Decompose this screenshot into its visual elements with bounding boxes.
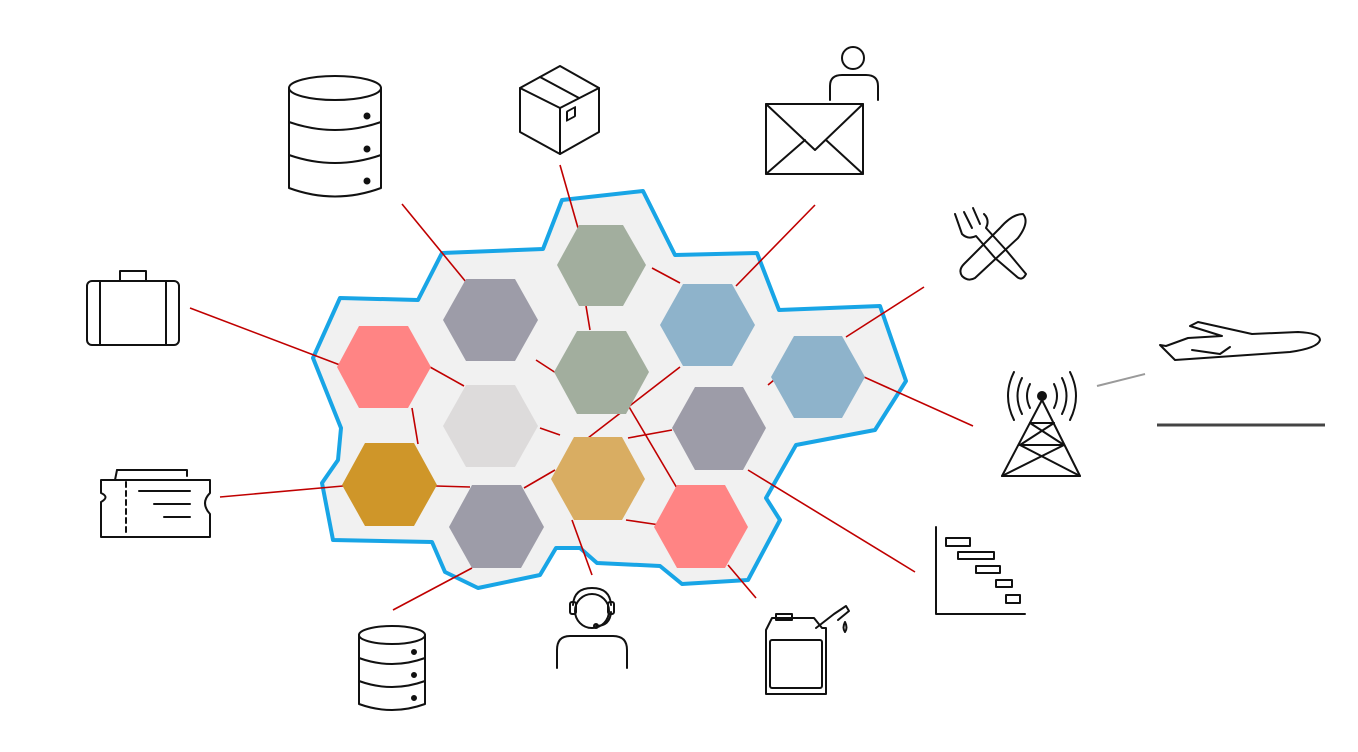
hexagon-group: [337, 225, 865, 568]
hex-light-gray: [443, 385, 538, 467]
hex-center-sage: [554, 331, 649, 414]
link-goldlight-slate3: [523, 469, 556, 489]
connector-cutlery: [845, 286, 925, 338]
link-slate-sage: [535, 359, 557, 374]
small-database-icon: [358, 625, 426, 711]
hex-gold-light: [551, 437, 645, 520]
ticket-icon: [100, 469, 211, 538]
connector-fuel: [727, 564, 757, 599]
fuel-can-icon: [765, 605, 850, 695]
link-gold-slate2: [627, 429, 673, 439]
link-centersage-salmon2: [624, 399, 685, 501]
hex-gold-dark: [342, 443, 437, 526]
hex-slate-2: [672, 387, 766, 470]
suitcase-icon: [86, 270, 180, 346]
connector-small-db: [392, 567, 473, 611]
connector-tower: [863, 376, 974, 427]
radio-tower-icon: [1001, 371, 1081, 477]
link-sage-gold: [587, 366, 681, 439]
tower-plane-link: [1096, 373, 1146, 387]
hex-slate-3: [449, 485, 544, 568]
fork-knife-icon: [954, 207, 1027, 281]
link-slate2-blue2: [767, 379, 775, 386]
airplane-icon: [1159, 321, 1321, 361]
link-sage-blue: [651, 267, 681, 284]
connector-suitcase: [189, 307, 341, 366]
connector-database: [401, 203, 467, 283]
hex-steel-blue-2: [771, 336, 865, 418]
connector-agent: [571, 519, 593, 576]
link-golddark-slate3: [435, 485, 471, 488]
support-agent-icon: [556, 587, 628, 669]
connector-lines: [189, 164, 974, 611]
mail-person-icon: [765, 46, 879, 175]
hex-top-sage: [557, 225, 646, 306]
link-goldlight-salmon: [625, 519, 661, 526]
connector-box: [559, 164, 579, 229]
link-gray-gold: [539, 427, 561, 436]
hex-salmon-1: [337, 326, 431, 408]
hex-steel-blue-1: [660, 284, 755, 366]
gantt-chart-icon: [935, 526, 1026, 615]
link-topsage-centersage: [585, 305, 591, 331]
link-salmon-gray: [429, 366, 465, 387]
database-icon: [288, 75, 382, 198]
hex-slate-1: [443, 279, 538, 361]
hex-salmon-2: [654, 485, 748, 568]
connector-mail: [735, 204, 816, 287]
connector-gantt: [747, 469, 916, 573]
link-salmon-gold: [411, 407, 419, 445]
package-box-icon: [519, 65, 600, 155]
connector-ticket: [219, 485, 344, 498]
